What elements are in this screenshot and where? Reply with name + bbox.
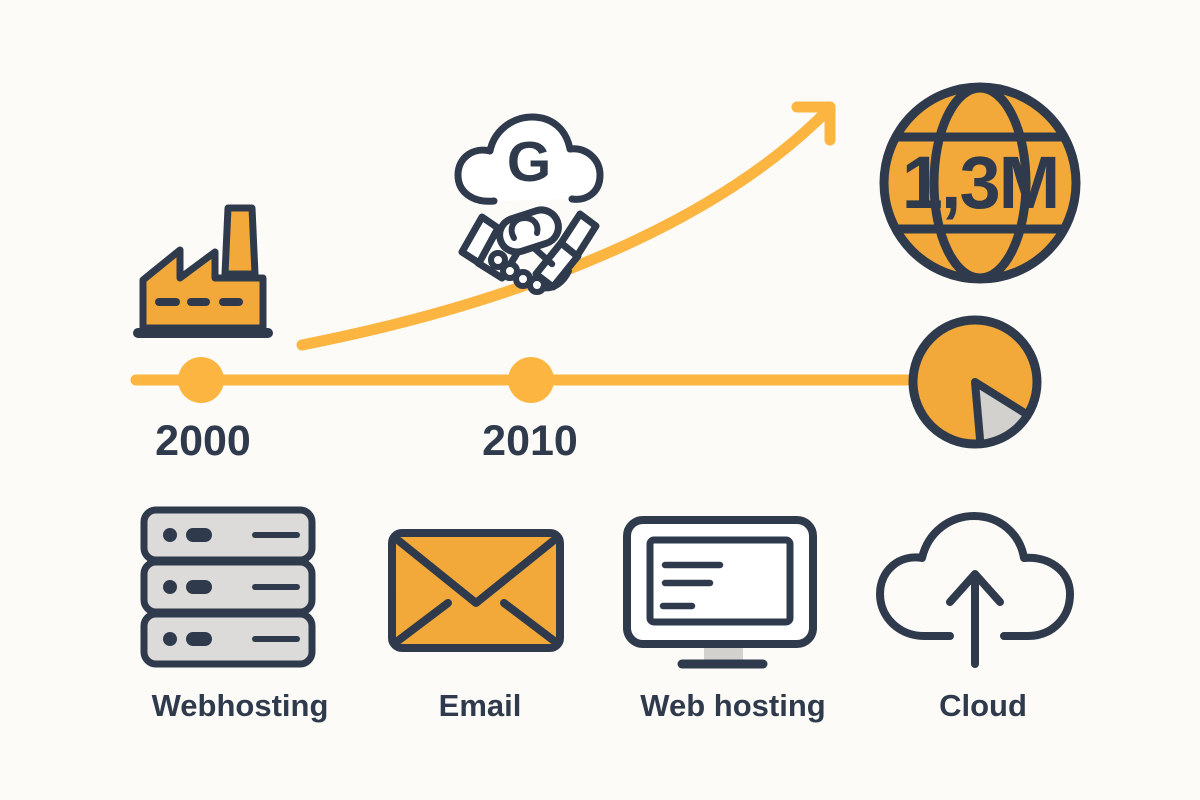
- server-stack-icon: [140, 506, 316, 668]
- handshake-hand-edge: [540, 268, 572, 292]
- cloud-upload-icon: [876, 512, 1074, 668]
- handshake-right-cuff: [557, 210, 600, 260]
- upload-arrow: [946, 570, 1004, 668]
- globe-icon: [879, 82, 1081, 284]
- envelope-icon: [388, 529, 564, 652]
- handshake-fingers-curl: [508, 215, 541, 241]
- server-vents: [252, 532, 300, 642]
- service-label-email: Email: [438, 688, 522, 723]
- factory-icon: [133, 204, 273, 338]
- handshake-knuckles: [488, 250, 547, 295]
- factory-body: [139, 246, 267, 332]
- pie-slice: [971, 378, 1032, 448]
- partner-letter: G: [506, 130, 552, 194]
- timeline-dot-2010: [508, 357, 554, 403]
- cloud-outline: [454, 113, 604, 205]
- timeline-dot-2000: [178, 357, 224, 403]
- cloud-g-icon: [454, 113, 604, 205]
- pie-chart-icon: [908, 315, 1042, 449]
- service-label-webhosting: Webhosting: [151, 688, 329, 723]
- envelope-folds: [395, 599, 557, 644]
- handshake-icon: [458, 206, 600, 295]
- upload-cloud-outline: [876, 512, 1074, 640]
- handshake-thumb: [530, 244, 556, 268]
- service-label-cloud: Cloud: [939, 688, 1027, 723]
- globe-value: 1,3M: [901, 141, 1061, 224]
- monitor-icon: [623, 516, 817, 669]
- globe-grid: [892, 83, 1068, 283]
- year-label-2000: 2000: [155, 417, 251, 465]
- growth-curve: [296, 104, 834, 351]
- year-label-2010: 2010: [482, 417, 578, 465]
- server-leds: [163, 528, 212, 646]
- service-label-web-hosting: Web hosting: [640, 688, 826, 723]
- server-rows: [140, 506, 316, 668]
- envelope-body: [388, 529, 564, 652]
- handshake-left-cuff: [458, 213, 502, 267]
- screen-text-lines: [659, 561, 724, 610]
- envelope-flap: [395, 537, 557, 607]
- monitor-screen: [646, 536, 794, 626]
- arrowhead-icon: [791, 101, 836, 146]
- factory-chimney: [221, 204, 259, 278]
